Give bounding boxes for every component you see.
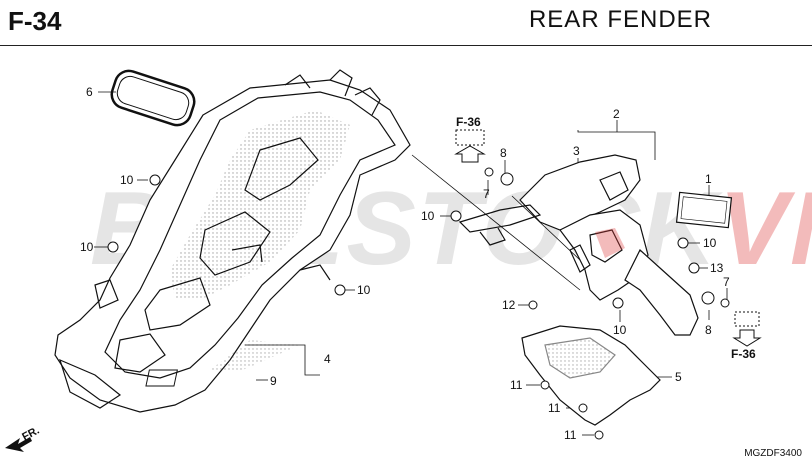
callout-10: 10 — [703, 236, 717, 250]
bolt-icon — [149, 174, 161, 186]
red-highlight — [595, 228, 625, 258]
callout-11: 11 — [564, 428, 577, 442]
callout-11: 11 — [548, 401, 561, 415]
reflector-part-1 — [675, 191, 733, 229]
callout-4: 4 — [324, 352, 331, 366]
ref-box-top — [454, 129, 486, 163]
callout-9: 9 — [270, 374, 277, 388]
collar-icon — [500, 172, 514, 186]
section-code: F-34 — [8, 6, 62, 36]
rear-fender-part-3 — [519, 154, 699, 336]
callout-5: 5 — [675, 370, 682, 384]
callout-10: 10 — [120, 173, 134, 187]
callout-10: 10 — [80, 240, 94, 254]
bolt-icon — [677, 237, 689, 249]
washer-icon — [720, 298, 730, 308]
screw-icon — [540, 380, 550, 390]
ref-label-bottom: F-36 — [731, 347, 756, 361]
front-arrow-icon — [5, 437, 32, 452]
screw-icon — [578, 403, 588, 413]
pad-part-9 — [145, 369, 178, 387]
bolt-icon — [334, 284, 346, 296]
band-part-6 — [110, 69, 196, 127]
callout-13: 13 — [710, 261, 724, 275]
bolt-icon — [107, 241, 119, 253]
nut-icon — [688, 262, 700, 274]
header: F-34 REAR FENDER — [0, 0, 812, 46]
callout-10: 10 — [613, 323, 627, 337]
callout-6: 6 — [86, 85, 93, 99]
callout-8: 8 — [705, 323, 712, 337]
callout-3: 3 — [573, 144, 580, 158]
header-rule — [0, 45, 812, 46]
drawing-code: MGZDF3400 — [744, 448, 802, 459]
screw-icon — [594, 430, 604, 440]
callout-1: 1 — [705, 172, 712, 186]
callout-10: 10 — [421, 209, 435, 223]
callout-11: 11 — [510, 378, 523, 392]
callout-8: 8 — [500, 146, 507, 160]
bolt-icon — [612, 297, 624, 309]
washer-icon — [484, 167, 494, 177]
ref-box-bottom — [732, 311, 762, 347]
splash-guard-part-5 — [521, 325, 661, 426]
callout-7: 7 — [483, 187, 490, 201]
bolt-icon — [450, 210, 462, 222]
ref-label-top: F-36 — [456, 115, 481, 129]
section-title: REAR FENDER — [528, 6, 712, 33]
callout-7: 7 — [723, 275, 730, 289]
callout-10: 10 — [357, 283, 371, 297]
callout-2: 2 — [613, 107, 620, 121]
bracket-arm — [458, 204, 542, 246]
inner-fender-part-4 — [54, 69, 411, 413]
screw-icon — [528, 300, 538, 310]
collar-icon — [701, 291, 715, 305]
fasteners — [107, 167, 730, 440]
callout-12: 12 — [502, 298, 516, 312]
dotted-panel — [210, 340, 300, 372]
